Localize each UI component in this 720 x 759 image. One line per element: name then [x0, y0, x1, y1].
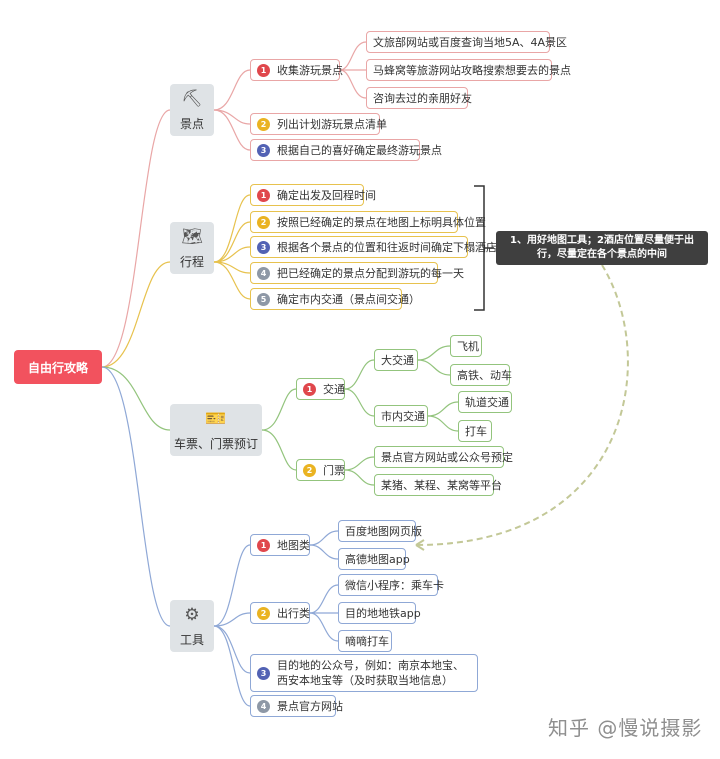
itinerary-note[interactable]: 1、用好地图工具；2酒店位置尽量便于出行，尽量定在各个景点的中间 [496, 231, 708, 265]
subitem[interactable]: 马蜂窝等旅游网站攻略搜索想要去的景点 [366, 59, 571, 81]
subitem-label: 百度地图网页版 [345, 525, 422, 538]
number-badge: 3 [257, 143, 270, 157]
number-badge: 2 [257, 215, 270, 229]
subitem[interactable]: 轨道交通 [458, 391, 512, 413]
subitem-label: 文旅部网站或百度查询当地5A、4A景区 [373, 36, 568, 49]
item-label: 确定市内交通（景点间交通） [277, 293, 420, 306]
number-badge: 5 [257, 292, 270, 306]
subitem[interactable]: 目的地地铁app [338, 602, 421, 624]
number-badge: 1 [303, 382, 316, 396]
item-itinerary-1[interactable]: 1 确定出发及回程时间 [250, 184, 376, 206]
number-badge: 2 [257, 117, 270, 131]
item-label: 列出计划游玩景点清单 [277, 118, 387, 131]
subitem-label: 飞机 [457, 340, 479, 353]
branch-label: 行程 [179, 254, 204, 269]
subitem[interactable]: 咨询去过的亲朋好友 [366, 87, 472, 109]
branch-scenic-spots[interactable]: ⛏ 景点 [170, 84, 214, 136]
root-node[interactable]: 自由行攻略 [14, 350, 102, 384]
subitem[interactable]: 百度地图网页版 [338, 520, 422, 542]
item-label: 按照已经确定的景点在地图上标明具体位置 [277, 216, 486, 229]
item-label: 景点官方网站 [277, 700, 343, 713]
subitem[interactable]: 高铁、动车 [450, 364, 512, 386]
subitem-long-distance[interactable]: 大交通 [374, 349, 418, 371]
watermark: 知乎 @慢说摄影 [548, 716, 703, 740]
item-label: 出行类 [277, 607, 310, 620]
item-travel-tools[interactable]: 2 出行类 [250, 602, 310, 624]
subitem-label: 大交通 [381, 354, 414, 367]
item-itinerary-5[interactable]: 5 确定市内交通（景点间交通） [250, 288, 420, 310]
item-label: 根据自己的喜好确定最终游玩景点 [277, 144, 442, 157]
subitem[interactable]: 景点官方网站或公众号预定 [374, 446, 513, 468]
item-label: 确定出发及回程时间 [277, 189, 376, 202]
item-label: 根据各个景点的位置和往返时间确定下榻酒店 [277, 241, 497, 254]
subitem[interactable]: 嘀嘀打车 [338, 630, 392, 652]
subitem-label: 某猪、某程、某窝等平台 [381, 479, 502, 492]
subitem-label: 目的地地铁app [345, 607, 421, 620]
subitem[interactable]: 打车 [458, 420, 492, 442]
branch-itinerary[interactable]: 🗺 行程 [170, 222, 214, 274]
item-tickets[interactable]: 2 门票 [296, 459, 345, 481]
crane-icon: ⛏ [181, 88, 203, 109]
subitem[interactable]: 微信小程序：乘车卡 [338, 574, 444, 596]
item-label: 收集游玩景点 [277, 64, 343, 77]
subitem-label: 高德地图app [345, 553, 410, 566]
subitem-label: 微信小程序：乘车卡 [345, 579, 444, 592]
gears-icon: ⚙ [184, 604, 200, 625]
subitem-label: 马蜂窝等旅游网站攻略搜索想要去的景点 [373, 64, 571, 77]
item-label: 门票 [323, 464, 345, 477]
branch-label: 工具 [179, 632, 204, 647]
subitem-label: 高铁、动车 [457, 369, 512, 382]
number-badge: 1 [257, 538, 270, 552]
number-badge: 3 [257, 666, 270, 680]
number-badge: 4 [257, 266, 270, 280]
branch-label: 车票、门票预订 [173, 436, 258, 451]
item-list-spots[interactable]: 2 列出计划游玩景点清单 [250, 113, 387, 135]
item-itinerary-3[interactable]: 3 根据各个景点的位置和往返时间确定下榻酒店 [250, 236, 497, 258]
number-badge: 2 [257, 606, 270, 620]
item-official-site[interactable]: 4 景点官方网站 [250, 695, 343, 717]
item-collect-spots[interactable]: 1 收集游玩景点 [250, 59, 343, 81]
number-badge: 4 [257, 699, 270, 713]
item-decide-spots[interactable]: 3 根据自己的喜好确定最终游玩景点 [250, 139, 442, 161]
subitem-label: 咨询去过的亲朋好友 [373, 92, 472, 105]
map-icon: 🗺 [181, 226, 203, 247]
item-local-accounts[interactable]: 3 目的地的公众号，例如：南京本地宝、西安本地宝等（及时获取当地信息） [250, 654, 478, 692]
subitem-label: 轨道交通 [465, 396, 509, 409]
subitem-city-transport[interactable]: 市内交通 [374, 405, 428, 427]
item-label: 把已经确定的景点分配到游玩的每一天 [277, 267, 464, 280]
ticket-icon: 🎫 [205, 408, 227, 429]
subitem[interactable]: 文旅部网站或百度查询当地5A、4A景区 [366, 31, 567, 53]
subitem[interactable]: 高德地图app [338, 548, 410, 570]
subitem[interactable]: 飞机 [450, 335, 482, 357]
subitem-label: 嘀嘀打车 [345, 635, 389, 648]
item-label: 地图类 [277, 539, 310, 552]
number-badge: 2 [303, 463, 316, 477]
item-map-tools[interactable]: 1 地图类 [250, 534, 310, 556]
subitem-label: 市内交通 [381, 410, 425, 423]
subitem[interactable]: 某猪、某程、某窝等平台 [374, 474, 502, 496]
branch-label: 景点 [179, 116, 204, 131]
item-transport[interactable]: 1 交通 [296, 378, 345, 400]
branch-ticket-booking[interactable]: 🎫 车票、门票预订 [170, 404, 262, 456]
item-label: 目的地的公众号，例如：南京本地宝、西安本地宝等（及时获取当地信息） [277, 659, 464, 687]
item-label: 交通 [323, 383, 345, 396]
number-badge: 1 [257, 63, 270, 77]
item-itinerary-4[interactable]: 4 把已经确定的景点分配到游玩的每一天 [250, 262, 464, 284]
subitem-label: 打车 [465, 425, 487, 438]
item-itinerary-2[interactable]: 2 按照已经确定的景点在地图上标明具体位置 [250, 211, 486, 233]
subitem-label: 景点官方网站或公众号预定 [381, 451, 513, 464]
branch-tools[interactable]: ⚙ 工具 [170, 600, 214, 652]
number-badge: 3 [257, 240, 270, 254]
number-badge: 1 [257, 188, 270, 202]
